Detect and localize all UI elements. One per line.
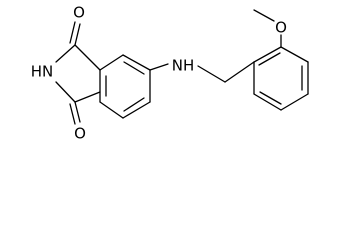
ether-oxygen-label: O — [275, 19, 287, 37]
bond-ring5-c1-c7a — [74, 44, 101, 71]
bond-ar1-c5-c4 — [122, 101, 151, 119]
carbonyl-oxygen-top-label: O — [73, 4, 85, 22]
bond-ring5-c3-n — [55, 81, 76, 103]
bond-ch2-aryl — [224, 61, 255, 83]
imide-nitrogen-label: HN — [31, 63, 54, 81]
bond-ring5-c1-n — [55, 44, 76, 63]
bond-carbonyl-top-a — [74, 23, 81, 46]
bond-ar2-c4-c5 — [280, 93, 309, 111]
bond-carbonyl-top-b — [69, 21, 76, 44]
bond-ar2-c1-c2 — [253, 46, 282, 63]
bond-carbonyl-bottom-b — [69, 103, 76, 125]
bond-ar1-inner-3 — [123, 97, 145, 112]
amine-nitrogen-label: NH — [172, 57, 195, 75]
structure-diagram: O O HN NH O — [31, 4, 309, 143]
bond-nh-ch2 — [197, 65, 226, 83]
bond-o-methyl — [253, 9, 275, 22]
bond-ar1-c7-c6 — [122, 54, 151, 71]
bond-c5-nh — [149, 63, 169, 71]
bond-ar2-inner-3 — [259, 91, 282, 105]
bond-ar2-inner-1 — [258, 52, 281, 66]
bond-ar1-c4-c3a — [99, 101, 124, 119]
bond-ring5-c3-c3a — [74, 91, 101, 103]
bond-ar1-c7a-c7 — [99, 54, 124, 71]
bond-carbonyl-bottom-a — [74, 101, 81, 123]
bond-ar2-c2-c3 — [280, 46, 309, 63]
bond-ar1-inner-2 — [123, 61, 145, 75]
carbonyl-oxygen-bottom-label: O — [74, 125, 86, 143]
bond-ar2-c5-c6 — [253, 93, 282, 111]
